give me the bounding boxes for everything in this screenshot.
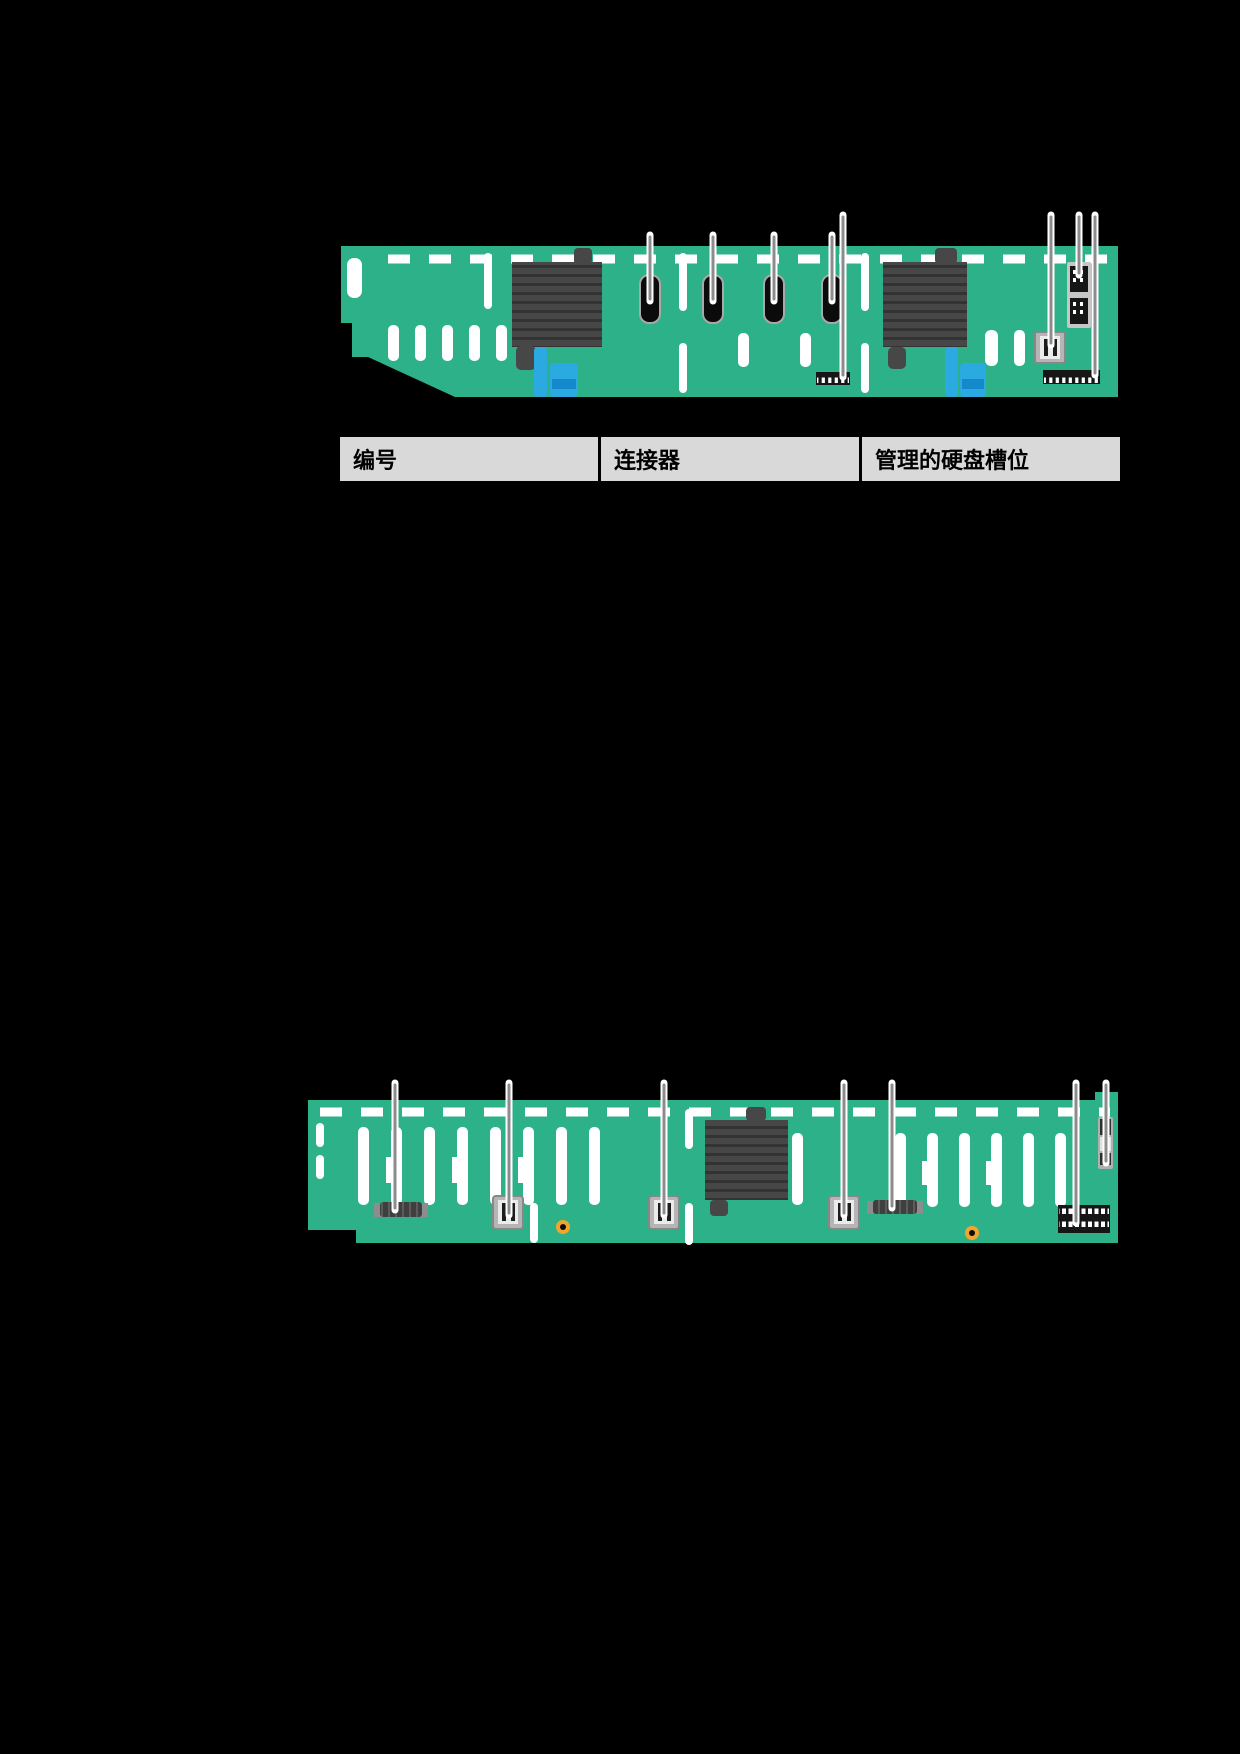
guide-pin-slot: [484, 253, 492, 309]
screw-hole: [556, 1220, 570, 1234]
drive-slot: [800, 333, 811, 367]
drive-slot: [985, 330, 998, 366]
drive-slot: [792, 1133, 803, 1205]
table-header-number: 编号: [340, 437, 598, 481]
top-backplane-figure: [341, 211, 1118, 397]
guide-pin-slot: [679, 253, 687, 311]
guide-pin-slot: [861, 343, 869, 393]
drive-slot: [469, 325, 480, 361]
pcb-board: [341, 246, 1118, 397]
guide-pin-slot: [861, 253, 869, 311]
drive-slot: [496, 325, 507, 361]
connector-table-header-row: 编号 连接器 管理的硬盘槽位: [340, 437, 1120, 481]
drive-slot: [738, 333, 749, 367]
drive-slot: [347, 258, 362, 298]
guide-pin-slot: [685, 1203, 693, 1245]
signal-connector: [1067, 262, 1091, 328]
guide-pin-slot: [530, 1203, 538, 1243]
heatsink: [883, 248, 967, 369]
drive-slot: [316, 1123, 324, 1147]
screw-hole: [965, 1226, 979, 1240]
pin-header: [1058, 1205, 1110, 1233]
drive-slot: [316, 1155, 324, 1179]
guide-pin-slot: [685, 1109, 693, 1149]
sideband-connector: [374, 1202, 428, 1217]
guide-pin-slot: [679, 343, 687, 393]
heatsink: [705, 1107, 788, 1216]
drive-slot: [415, 325, 426, 361]
bottom-backplane-figure: [308, 1079, 1118, 1245]
table-header-connector: 连接器: [601, 437, 859, 481]
pin-header: [1043, 370, 1100, 384]
release-latch: [945, 347, 986, 397]
drive-slot: [442, 325, 453, 361]
power-connector: [648, 1195, 680, 1230]
drive-slot-group-right: [895, 1133, 1066, 1207]
drive-slot: [1014, 330, 1025, 366]
heatsink: [512, 248, 602, 370]
power-connector: [492, 1195, 524, 1230]
table-header-managed-slots: 管理的硬盘槽位: [862, 437, 1120, 481]
drive-slot: [388, 325, 399, 361]
release-latch: [534, 347, 578, 397]
